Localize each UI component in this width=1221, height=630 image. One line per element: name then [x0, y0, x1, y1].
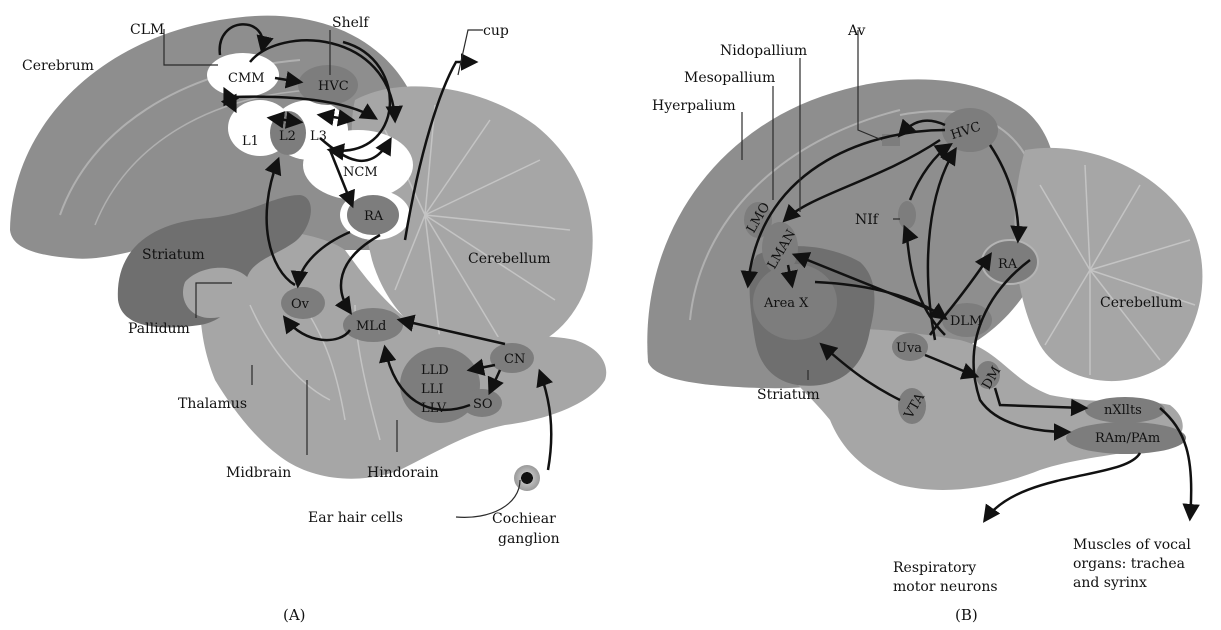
- label-l2: L2: [279, 129, 296, 144]
- label-lli: LLI: [421, 382, 443, 397]
- label-cmm: CMM: [228, 71, 265, 86]
- label-cerebrum: Cerebrum: [22, 58, 94, 74]
- caption-a: (A): [283, 606, 306, 624]
- label-cn: CN: [504, 352, 525, 367]
- label-nidopallium: Nidopallium: [720, 43, 807, 59]
- label-area-x: Area X: [763, 296, 809, 311]
- label-ear-hair-cells: Ear hair cells: [308, 510, 403, 526]
- label-ra-b: RA: [998, 257, 1018, 272]
- label-striatum-b: Striatum: [757, 387, 820, 403]
- cerebellum-region-b: [1014, 148, 1202, 381]
- label-respiratory-line2: motor neurons: [893, 579, 998, 595]
- caption-b: (B): [955, 606, 978, 624]
- label-muscles-line2: organs: trachea: [1073, 556, 1185, 572]
- label-ov: Ov: [291, 297, 310, 312]
- label-llv: LLV: [421, 401, 447, 416]
- label-uva: Uva: [896, 341, 922, 356]
- label-so: SO: [473, 397, 493, 412]
- label-shelf: Shelf: [332, 15, 370, 31]
- label-lld: LLD: [421, 363, 449, 378]
- label-pallidum: Pallidum: [128, 321, 190, 337]
- label-dlm: DLM: [950, 314, 982, 329]
- label-clm: CLM: [130, 22, 164, 38]
- label-cerebellum-a: Cerebellum: [468, 251, 550, 267]
- label-l1: L1: [242, 134, 259, 149]
- panel-b: Av Nidopallium Mesopallium Hyerpalium HV…: [647, 23, 1202, 624]
- label-muscles-line1: Muscles of vocal: [1073, 537, 1191, 553]
- label-ganglion: ganglion: [498, 531, 560, 547]
- nif-nucleus: [898, 201, 916, 229]
- label-mld: MLd: [356, 319, 386, 334]
- panel-a: CLM Shelf Cerebrum cup CMM HVC L1 L2 L3 …: [10, 15, 606, 624]
- label-respiratory-line1: Respiratory: [893, 560, 976, 576]
- label-ram-pam: RAm/PAm: [1095, 431, 1160, 446]
- label-ra-a: RA: [364, 209, 384, 224]
- label-cochiear: Cochiear: [492, 511, 556, 527]
- label-l3: L3: [310, 129, 327, 144]
- label-striatum-a: Striatum: [142, 247, 205, 263]
- label-ncm: NCM: [343, 165, 378, 180]
- label-muscles-line3: and syrinx: [1073, 575, 1147, 591]
- cochlear-ganglion-icon: [514, 465, 540, 491]
- label-midbrain: Midbrain: [226, 465, 291, 481]
- label-hyerpalium: Hyerpalium: [652, 98, 736, 114]
- label-hindorain: Hindorain: [367, 465, 439, 481]
- label-nif: NIf: [855, 212, 880, 228]
- label-thalamus: Thalamus: [178, 396, 247, 412]
- label-mesopallium: Mesopallium: [684, 70, 775, 86]
- label-cup: cup: [483, 23, 509, 39]
- label-cerebellum-b: Cerebellum: [1100, 295, 1182, 311]
- label-nxllts: nXllts: [1104, 403, 1142, 418]
- label-hvc-a: HVC: [318, 79, 349, 94]
- label-av: Av: [847, 23, 866, 39]
